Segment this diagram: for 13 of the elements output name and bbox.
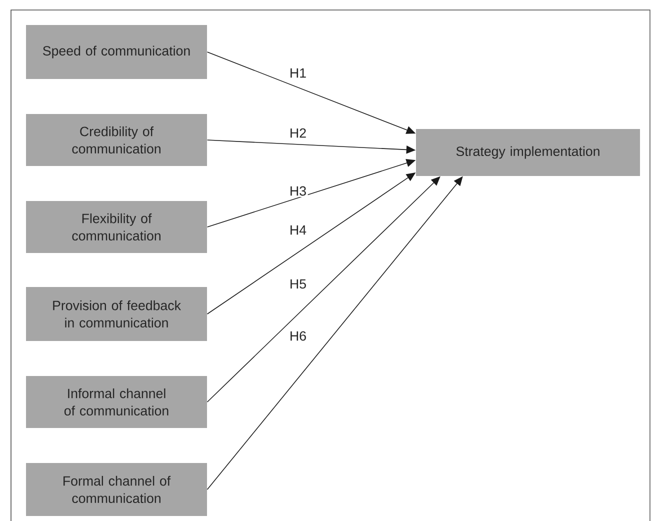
edge-label: H3 (288, 184, 308, 198)
factor-box: Credibility of communication (26, 114, 207, 166)
outcome-box: Strategy implementation (416, 128, 640, 176)
edge-label: H2 (288, 127, 308, 139)
edge-label: H4 (288, 224, 308, 236)
factor-box: Provision of feedback in communication (26, 287, 207, 341)
edge-label: H1 (288, 67, 308, 79)
factor-box: Flexibility of communication (26, 201, 207, 253)
factor-box: Informal channel of communication (26, 376, 207, 428)
factor-box: Formal channel of communication (26, 463, 207, 516)
factor-box: Speed of communication (26, 25, 207, 79)
edge-label: H6 (288, 330, 308, 342)
edge-label: H5 (288, 278, 308, 290)
